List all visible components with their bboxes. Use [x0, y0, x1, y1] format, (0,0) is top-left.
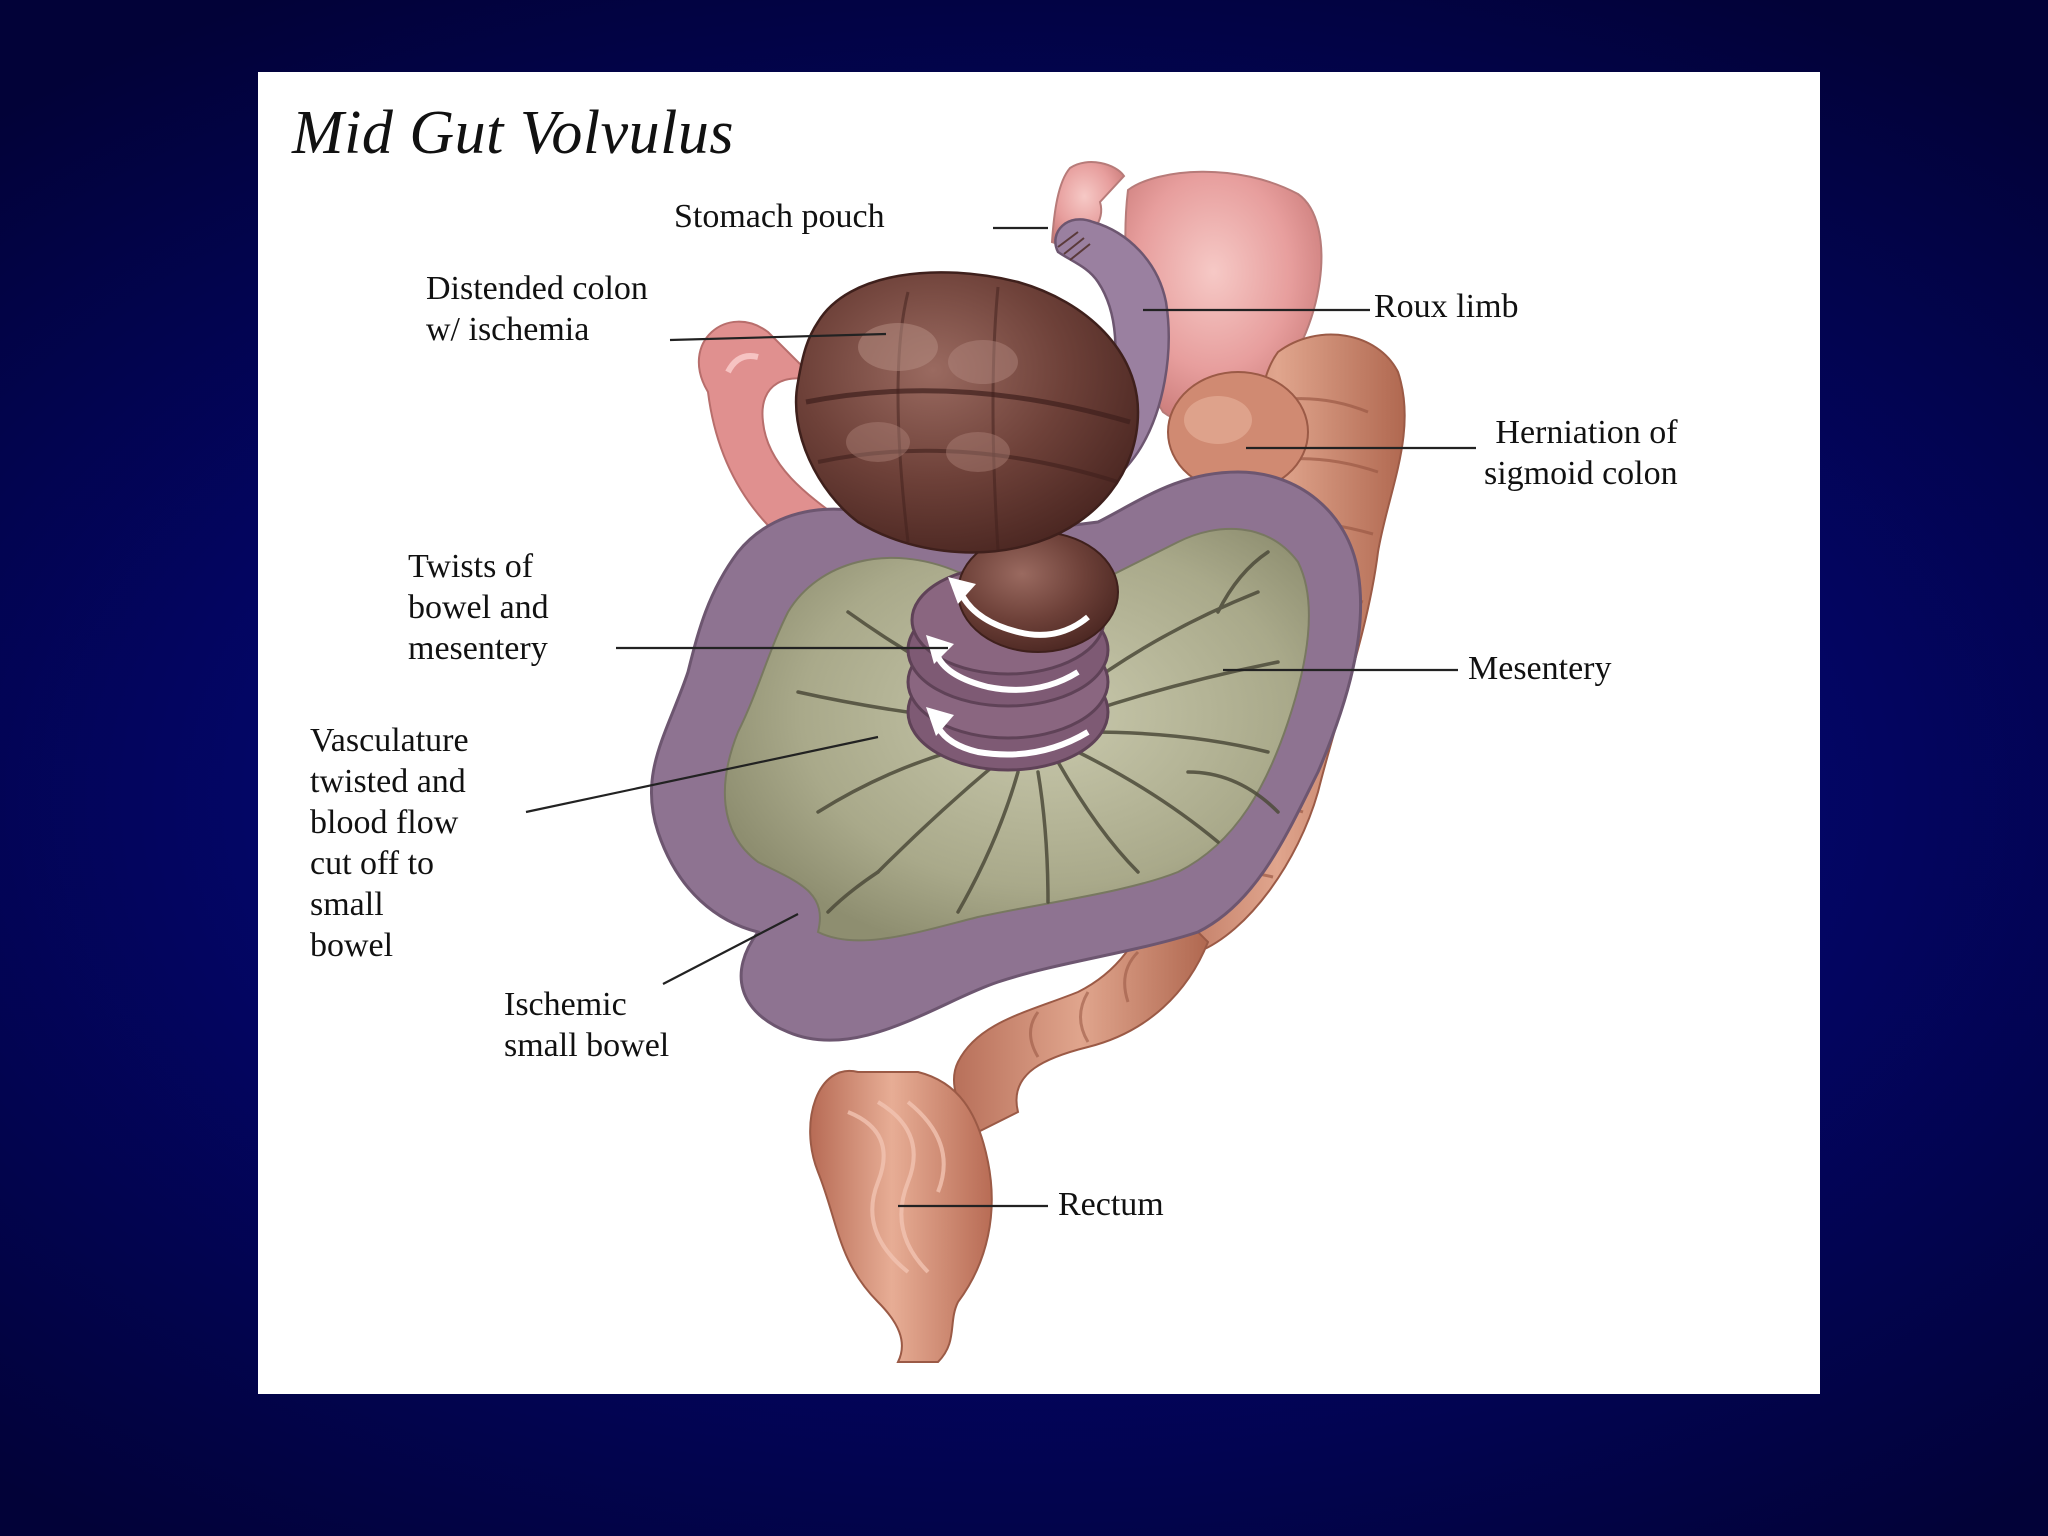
label-herniation: Herniation of sigmoid colon: [1484, 414, 1678, 492]
diagram-title: Mid Gut Volvulus: [292, 99, 734, 167]
leader-lines: [525, 226, 1476, 1208]
label-vasculature: Vasculature twisted and blood flow cut o…: [310, 722, 469, 964]
label-twists: Twists of bowel and mesentery: [408, 548, 549, 667]
illustration: [525, 161, 1476, 1363]
label-roux-limb: Roux limb: [1374, 288, 1519, 325]
label-rectum: Rectum: [1058, 1186, 1164, 1223]
label-distended-colon: Distended colon w/ ischemia: [426, 270, 648, 348]
volvulus-twist: [906, 531, 1119, 772]
diagram-panel: Mid Gut Volvulus Stomach pouch Distended…: [258, 72, 1820, 1394]
label-stomach-pouch: Stomach pouch: [674, 198, 885, 235]
label-ischemic-small-bowel: Ischemic small bowel: [504, 986, 670, 1064]
distended-colon-shape: [794, 271, 1140, 554]
label-mesentery: Mesentery: [1468, 650, 1612, 687]
rectum-shape: [809, 1069, 993, 1363]
